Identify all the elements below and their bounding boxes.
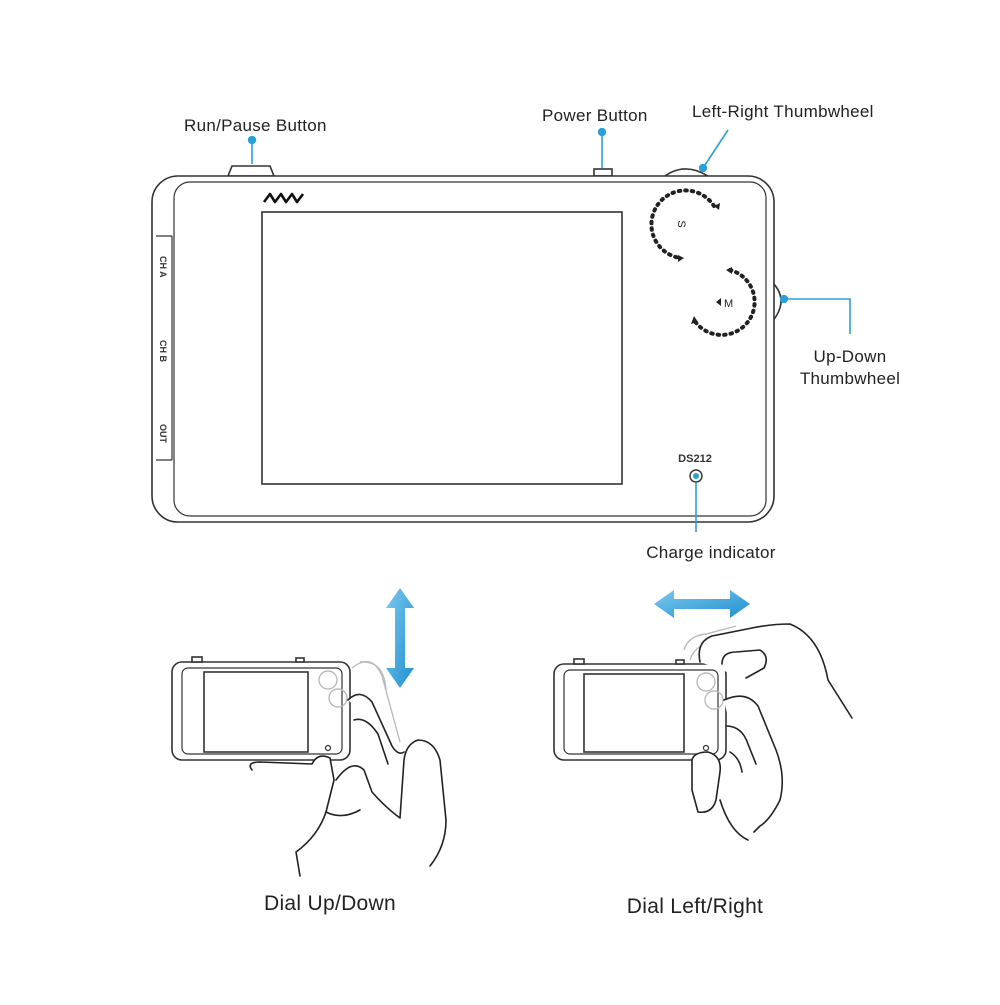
label-up-down-line1: Up-Down [814, 347, 887, 366]
dial-m-icon: M [691, 267, 757, 337]
label-left-right-thumbwheel: Left-Right Thumbwheel [692, 102, 874, 121]
port-label-ch-b: CH B [158, 340, 168, 362]
device-face [173, 181, 767, 517]
port-label-out: OUT [158, 424, 168, 444]
dial-m-label: M [724, 298, 733, 310]
up-down-arrow-icon [386, 588, 414, 688]
label-power: Power Button [542, 106, 648, 125]
run-pause-button [226, 165, 276, 177]
leader-lines [247, 127, 851, 532]
main-device: CH A CH B OUT S M DS212 [151, 165, 782, 523]
brand-logo [262, 192, 305, 204]
illustration-dial-up-down [171, 588, 447, 877]
illustration-dial-left-right [553, 590, 853, 841]
port-label-ch-a: CH A [158, 256, 168, 278]
caption-dial-left-right: Dial Left/Right [627, 895, 763, 918]
label-charge-indicator: Charge indicator [646, 543, 776, 562]
dial-s-icon: S [649, 188, 720, 262]
caption-dial-up-down: Dial Up/Down [264, 892, 396, 915]
dial-s-label: S [675, 220, 687, 227]
device-screen [261, 211, 623, 485]
label-run-pause: Run/Pause Button [184, 116, 327, 135]
label-up-down-line2: Thumbwheel [800, 369, 900, 388]
model-label: DS212 [678, 453, 712, 465]
power-button [593, 168, 613, 177]
left-right-arrow-icon [654, 590, 750, 618]
